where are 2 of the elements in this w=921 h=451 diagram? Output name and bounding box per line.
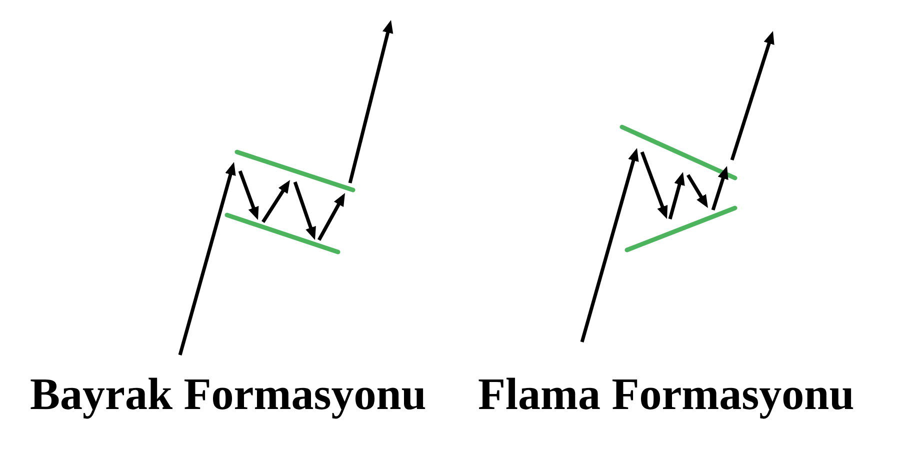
pattern-title: Bayrak Formasyonu	[30, 372, 426, 417]
pattern-title: Flama Formasyonu	[478, 372, 854, 417]
